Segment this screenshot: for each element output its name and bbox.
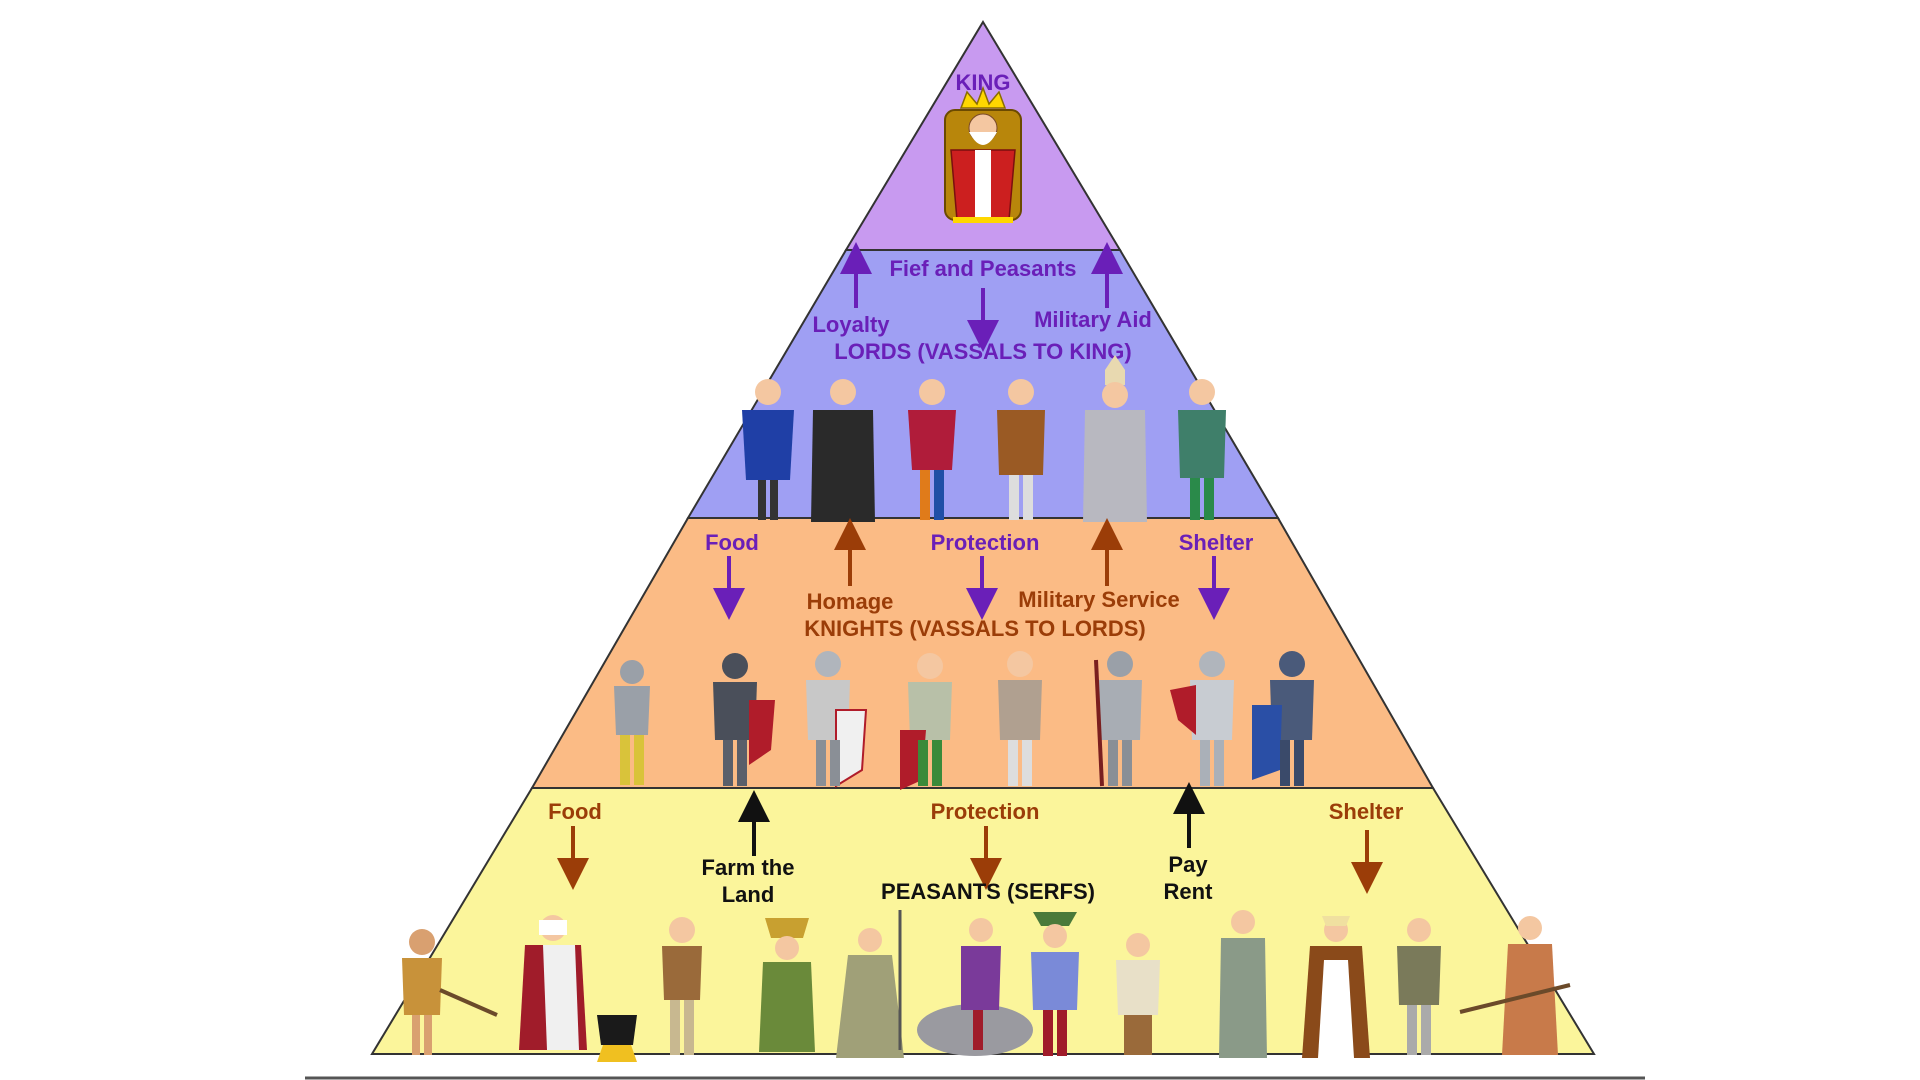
peasant-figures	[402, 910, 1571, 1062]
lord-figure	[742, 379, 794, 520]
knights-title: KNIGHTS (VASSALS TO LORDS)	[804, 616, 1145, 641]
label-rent: Rent	[1164, 879, 1214, 904]
label-peasants-shelter: Shelter	[1329, 799, 1404, 824]
lord-figure	[997, 379, 1045, 520]
label-fief-and-peasants: Fief and Peasants	[889, 256, 1076, 281]
label-knights-protection: Protection	[931, 530, 1040, 555]
lord-figure	[1178, 379, 1226, 520]
label-land: Land	[722, 882, 775, 907]
knight-figure	[1252, 651, 1314, 786]
label-knights-shelter: Shelter	[1179, 530, 1254, 555]
label-knights-food: Food	[705, 530, 759, 555]
lords-title: LORDS (VASSALS TO KING)	[834, 339, 1131, 364]
knight-figure	[998, 651, 1042, 786]
peasant-figure	[836, 910, 904, 1058]
lord-figure	[908, 379, 956, 520]
lord-figure	[1083, 355, 1147, 522]
peasant-figure	[1219, 910, 1267, 1058]
lord-figure	[811, 379, 875, 522]
peasant-figure	[662, 917, 702, 1055]
label-pay: Pay	[1168, 852, 1208, 877]
knight-figure	[1170, 651, 1234, 786]
lord-figures	[742, 355, 1226, 522]
label-peasants-food: Food	[548, 799, 602, 824]
label-farm-the: Farm the	[702, 855, 795, 880]
label-military-service: Military Service	[1018, 587, 1179, 612]
peasant-figure	[917, 918, 1033, 1056]
peasant-figure	[759, 918, 815, 1052]
knight-figure	[1094, 651, 1142, 787]
label-homage: Homage	[807, 589, 894, 614]
peasant-figure	[1302, 916, 1370, 1058]
knight-figure	[713, 653, 775, 786]
peasants-title: PEASANTS (SERFS)	[881, 879, 1095, 904]
king-figure	[944, 85, 1022, 223]
knight-figure	[614, 660, 650, 785]
peasant-figure	[597, 1015, 637, 1062]
label-loyalty: Loyalty	[812, 312, 890, 337]
peasant-figure	[1397, 918, 1441, 1055]
label-peasants-protection: Protection	[931, 799, 1040, 824]
peasant-figure	[402, 929, 498, 1055]
knight-figure	[806, 651, 868, 788]
knight-figures	[614, 651, 1314, 790]
label-military-aid: Military Aid	[1034, 307, 1152, 332]
peasant-figure	[1459, 916, 1571, 1055]
peasant-figure	[1116, 933, 1160, 1055]
peasant-figure	[1031, 912, 1079, 1056]
peasant-figure	[519, 915, 587, 1050]
knight-figure	[900, 653, 952, 790]
